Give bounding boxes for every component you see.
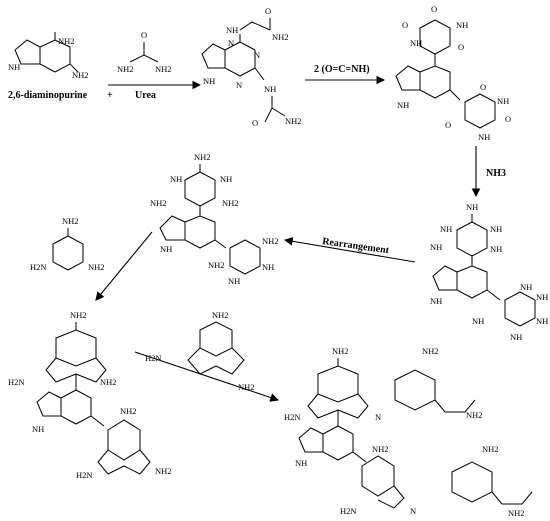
arrow-to-product1: [95, 231, 153, 301]
reactant-name: 2,6-diaminopurine: [8, 90, 88, 101]
svg-text:NH2: NH2: [372, 444, 389, 454]
svg-text:NH: NH: [472, 316, 484, 326]
svg-text:NH: NH: [170, 174, 182, 184]
svg-text:NH2: NH2: [466, 410, 483, 420]
svg-text:NH2: NH2: [422, 346, 439, 356]
svg-text:NH2: NH2: [194, 152, 211, 162]
svg-text:NH: NH: [226, 25, 238, 35]
diurea-purine-structure: N N N NH NH O NH2 NH O NH2: [201, 6, 302, 128]
svg-text:O: O: [458, 42, 464, 52]
final-product-structure: NH2 H2N N NH2 NH2 NH NH2 H2N N NH2 NH2: [284, 346, 533, 518]
diaminopurine-structure: NH2 NH2 NH: [8, 32, 89, 80]
svg-text:NH2: NH2: [100, 377, 117, 387]
svg-text:NH: NH: [397, 100, 409, 110]
svg-text:N: N: [254, 50, 260, 60]
svg-text:NH: NH: [220, 174, 232, 184]
svg-text:NH2: NH2: [262, 236, 279, 246]
svg-text:H2N: H2N: [76, 470, 93, 480]
svg-text:O: O: [141, 30, 147, 40]
svg-text:O: O: [445, 120, 451, 130]
svg-text:NH: NH: [478, 132, 490, 142]
product1-structure: NH2 H2N NH2 NH NH2 H2N NH2: [8, 310, 172, 480]
rearrangement-label: Rearrangement: [322, 236, 391, 256]
svg-text:NH2: NH2: [332, 346, 349, 356]
heptazine-structure: NH2 H2N NH2: [145, 310, 255, 392]
svg-text:NH: NH: [536, 316, 548, 326]
step3-label: NH3: [486, 168, 506, 179]
svg-text:NH: NH: [295, 458, 307, 468]
svg-text:NH2: NH2: [88, 262, 105, 272]
svg-text:NH: NH: [456, 20, 468, 30]
step2-label: 2 (O=C=NH): [314, 64, 370, 75]
svg-text:NH: NH: [160, 244, 172, 254]
svg-text:NH2: NH2: [155, 466, 172, 476]
svg-text:O: O: [252, 118, 258, 128]
svg-text:NH: NH: [490, 244, 502, 254]
svg-text:NH2: NH2: [120, 406, 137, 416]
svg-text:NH2: NH2: [482, 444, 499, 454]
svg-text:NH: NH: [8, 62, 20, 72]
svg-text:O: O: [505, 114, 511, 124]
svg-text:NH: NH: [430, 242, 442, 252]
urea-label: Urea: [135, 90, 156, 101]
svg-text:NH: NH: [203, 76, 215, 86]
svg-text:O: O: [480, 82, 486, 92]
svg-text:NH: NH: [410, 38, 422, 48]
svg-text:NH2: NH2: [285, 116, 302, 126]
svg-text:H2N: H2N: [284, 412, 301, 422]
svg-text:H2N: H2N: [30, 262, 47, 272]
aminotriazine-purine-structure: NH2 NH NH NH2 NH2 NH NH2 NH2 NH NH: [150, 152, 279, 286]
svg-text:NH: NH: [510, 332, 522, 342]
svg-text:NH: NH: [497, 96, 509, 106]
svg-text:NH: NH: [262, 262, 274, 272]
svg-text:NH2: NH2: [222, 198, 239, 208]
iminotriazine-purine-structure: NH NH NH NH NH NH NH NH NH NH NH: [430, 202, 548, 342]
arrow-rearrangement: [283, 236, 416, 263]
svg-text:NH2: NH2: [212, 310, 229, 320]
svg-text:NH2: NH2: [58, 36, 75, 46]
svg-text:NH: NH: [490, 224, 502, 234]
svg-text:H2N: H2N: [8, 377, 25, 387]
arrow-to-product2: [134, 351, 280, 402]
svg-text:NH2: NH2: [70, 310, 87, 320]
plus-sign: +: [107, 90, 113, 101]
svg-text:NH: NH: [520, 282, 532, 292]
svg-text:N: N: [228, 38, 234, 48]
svg-text:NH: NH: [264, 84, 276, 94]
svg-text:N: N: [410, 506, 416, 516]
svg-text:NH: NH: [430, 296, 442, 306]
svg-text:NH: NH: [466, 202, 478, 212]
svg-text:O: O: [265, 6, 271, 16]
svg-text:H2N: H2N: [340, 506, 357, 516]
svg-text:NH2: NH2: [62, 216, 79, 226]
svg-text:NH2: NH2: [150, 198, 167, 208]
svg-text:O: O: [431, 4, 437, 14]
svg-text:NH: NH: [228, 276, 240, 286]
svg-text:NH2: NH2: [72, 70, 89, 80]
svg-text:NH2: NH2: [208, 260, 225, 270]
svg-text:NH: NH: [536, 292, 548, 302]
svg-text:N: N: [375, 412, 381, 422]
triazinetrione-purine-structure: O NH O O NH NH O NH O NH O: [395, 4, 511, 142]
melamine-structure: NH2 H2N NH2: [30, 216, 105, 272]
svg-text:NH2: NH2: [117, 64, 134, 74]
svg-text:NH2: NH2: [238, 382, 255, 392]
svg-text:NH2: NH2: [272, 32, 289, 42]
svg-text:O: O: [402, 20, 408, 30]
svg-text:NH: NH: [32, 424, 44, 434]
svg-text:NH2: NH2: [155, 64, 172, 74]
svg-text:NH2: NH2: [508, 508, 525, 518]
svg-text:NH: NH: [440, 224, 452, 234]
urea-structure: O NH2 NH2: [117, 30, 172, 74]
svg-text:N: N: [236, 80, 242, 90]
